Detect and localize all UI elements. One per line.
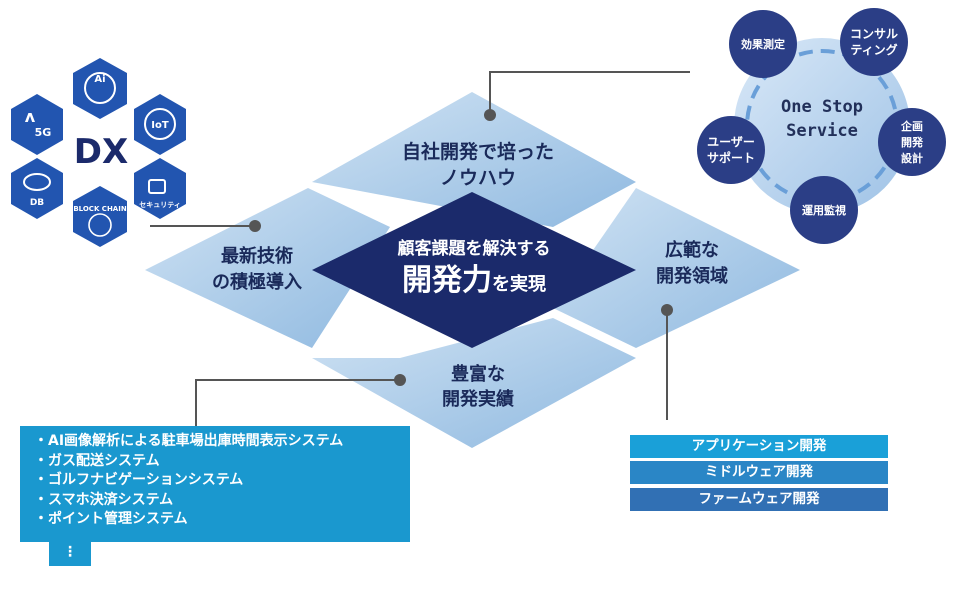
node-consulting-line2: ティング bbox=[850, 42, 897, 57]
left-tile-line2: の積極導入 bbox=[212, 271, 302, 293]
iot-globe-icon bbox=[144, 108, 176, 140]
achievement-item: ・スマホ決済システム bbox=[34, 491, 174, 508]
node-planning-line1: 企画 bbox=[900, 119, 923, 133]
padlock-icon bbox=[148, 179, 166, 194]
bottom-tile-line1: 豊富な bbox=[451, 363, 505, 385]
dx-iot-hex bbox=[134, 94, 186, 155]
center-small: を実現 bbox=[492, 273, 546, 295]
node-consulting-line1: コンサル bbox=[850, 27, 898, 41]
dx-title: DX bbox=[74, 132, 128, 172]
ai-head-icon bbox=[84, 72, 116, 104]
one-stop-line1: One Stop bbox=[781, 97, 863, 117]
achievement-item: ・AI画像解析による駐車場出庫時間表示システム bbox=[34, 433, 344, 449]
node-support-line1: ユーザー bbox=[707, 135, 755, 149]
node-consulting bbox=[840, 8, 908, 76]
bottom-tile bbox=[312, 318, 636, 448]
achievement-item: ・ポイント管理システム bbox=[34, 511, 188, 527]
left-tile-line1: 最新技術 bbox=[221, 245, 293, 267]
dx-security-label: セキュリティ bbox=[139, 201, 181, 209]
dx-iot-label: IoT bbox=[151, 120, 169, 131]
cloud-db-icon bbox=[23, 173, 51, 191]
node-effect bbox=[729, 10, 797, 78]
node-planning bbox=[878, 108, 946, 176]
node-planning-line3: 設計 bbox=[901, 151, 923, 165]
dx-ai-label: Ai bbox=[94, 74, 105, 85]
node-support-line2: サポート bbox=[707, 150, 755, 165]
dx-security-hex bbox=[134, 158, 186, 219]
connectors bbox=[150, 71, 690, 426]
left-connector-dot bbox=[249, 220, 261, 232]
node-support bbox=[697, 116, 765, 184]
dx-ai-hex bbox=[73, 58, 127, 119]
achievement-item: ・ゴルフナビゲーションシステム bbox=[34, 472, 244, 488]
top-connector-dot bbox=[484, 109, 496, 121]
dx-db-label: DB bbox=[30, 198, 44, 208]
left-tile bbox=[145, 188, 390, 348]
right-tile-line2: 開発領域 bbox=[656, 265, 728, 287]
ring-background bbox=[734, 38, 910, 214]
node-effect-label: 効果測定 bbox=[741, 37, 785, 51]
top-tile-line2: ノウハウ bbox=[440, 167, 516, 189]
center-diamond bbox=[312, 192, 636, 348]
right-tile-line1: 広範な bbox=[665, 239, 719, 261]
one-stop-service: One Stop Service 効果測定 コンサル ティング 企画 開発 設計… bbox=[697, 8, 946, 244]
bottom-tile-line2: 開発実績 bbox=[442, 388, 514, 410]
dx-cluster: Ai ʌ 5G IoT DB セキュリティ BLOCK CHAIN DX bbox=[11, 58, 186, 247]
connector-dots bbox=[249, 109, 673, 386]
achievement-item: ・ガス配送システム bbox=[34, 452, 160, 469]
dev-area-application: アプリケーション開発 bbox=[630, 435, 888, 458]
center-line1: 顧客課題を解決する bbox=[398, 238, 551, 259]
one-stop-line2: Service bbox=[786, 121, 858, 141]
dx-db-hex bbox=[11, 158, 63, 219]
dev-area-firmware: ファームウェア開発 bbox=[630, 488, 888, 511]
center-line2: 開発力を実現 bbox=[402, 263, 546, 298]
right-connector-dot bbox=[661, 304, 673, 316]
dx-blockchain-label: BLOCK CHAIN bbox=[73, 205, 127, 213]
blockchain-network-icon bbox=[88, 213, 112, 237]
bottom-connector-dot bbox=[394, 374, 406, 386]
node-planning-line2: 開発 bbox=[901, 135, 924, 149]
right-tile bbox=[553, 188, 800, 348]
top-tile-line1: 自社開発で培った bbox=[402, 140, 554, 163]
achievements-box: ・AI画像解析による駐車場出庫時間表示システム ・ガス配送システム ・ゴルフナビ… bbox=[20, 426, 410, 542]
center-big: 開発力 bbox=[402, 263, 492, 298]
top-tile bbox=[312, 92, 636, 227]
diamond-grid bbox=[145, 92, 800, 448]
dx-5g-label: 5G bbox=[35, 126, 52, 139]
dev-area-middleware: ミドルウェア開発 bbox=[630, 461, 888, 484]
node-operation bbox=[790, 176, 858, 244]
antenna-icon: ʌ bbox=[25, 107, 36, 126]
bottom-connector bbox=[195, 379, 400, 426]
node-operation-label: 運用監視 bbox=[802, 203, 846, 217]
dx-5g-hex bbox=[11, 94, 63, 155]
dx-blockchain-hex bbox=[73, 186, 127, 247]
top-connector bbox=[489, 71, 690, 115]
ellipsis-box: ⋮ bbox=[49, 542, 91, 566]
